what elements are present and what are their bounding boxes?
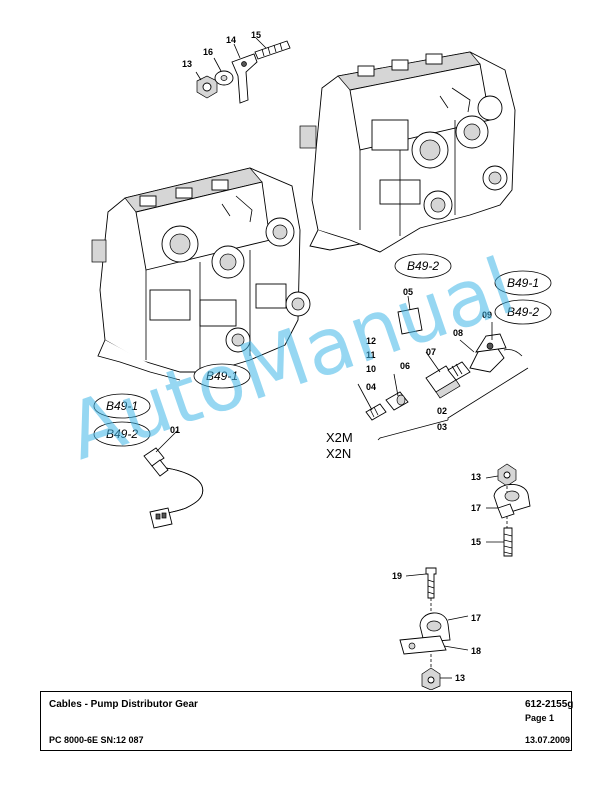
connector-label-b49-2-cable: B49-2 xyxy=(106,427,138,441)
callout-02: 02 xyxy=(437,406,447,416)
clamp-assembly-upper xyxy=(493,463,531,557)
callout-13-upper: 13 xyxy=(471,472,481,482)
callout-08: 08 xyxy=(453,328,463,338)
harness-label-x2n: X2N xyxy=(326,446,351,461)
speed-sensor-cable xyxy=(143,447,204,529)
document-title: Cables - Pump Distributor Gear xyxy=(49,699,198,710)
callout-03: 03 xyxy=(437,422,447,432)
callout-15: 15 xyxy=(251,30,261,40)
page-number: Page 1 xyxy=(525,713,555,723)
callout-17-upper: 17 xyxy=(471,503,481,513)
callout-01: 01 xyxy=(170,425,180,435)
callout-13-lower: 13 xyxy=(455,673,465,683)
callout-16: 16 xyxy=(203,47,213,57)
connector-labels: B49-1 B49-1 B49-2 B49-2 B49-1 B49-2 xyxy=(93,253,552,447)
connector-label-b49-1-right: B49-1 xyxy=(507,276,539,290)
callout-15-lower: 15 xyxy=(471,537,481,547)
callout-05: 05 xyxy=(403,287,413,297)
gear-housing-left xyxy=(91,167,311,381)
connector-label-b49-1-cable: B49-1 xyxy=(106,399,138,413)
connector-label-b49-1: B49-1 xyxy=(206,369,238,383)
callout-04: 04 xyxy=(366,382,376,392)
clamp-assembly-lower xyxy=(399,567,451,690)
callout-09: 09 xyxy=(482,310,492,320)
machine-model: PC 8000-6E SN:12 087 xyxy=(49,735,144,745)
callout-07: 07 xyxy=(426,347,436,357)
callout-19: 19 xyxy=(392,571,402,581)
leader-lines xyxy=(155,295,529,679)
callout-10: 10 xyxy=(366,364,376,374)
document-date: 13.07.2009 xyxy=(525,735,571,745)
callout-12: 12 xyxy=(366,336,376,346)
callouts: 13 16 14 15 05 12 11 10 04 06 07 08 09 0… xyxy=(170,30,492,683)
gear-housing-right xyxy=(299,51,516,253)
callout-17-lower: 17 xyxy=(471,613,481,623)
fastener-group-top xyxy=(195,37,291,104)
callout-11: 11 xyxy=(366,350,376,360)
sensor-assembly xyxy=(365,307,523,421)
document-number: 612-2155g xyxy=(525,699,574,710)
connector-label-b49-2: B49-2 xyxy=(407,259,439,273)
callout-14: 14 xyxy=(226,35,236,45)
callout-13: 13 xyxy=(182,59,192,69)
parts-diagram: 13 16 14 15 05 12 11 10 04 06 07 08 09 0… xyxy=(91,30,552,690)
connector-label-b49-2-right: B49-2 xyxy=(507,305,539,319)
callout-18: 18 xyxy=(471,646,481,656)
harness-label-x2m: X2M xyxy=(326,430,353,445)
callout-06: 06 xyxy=(400,361,410,371)
harness-labels: X2M X2N xyxy=(326,430,353,461)
title-block: Cables - Pump Distributor Gear 612-2155g… xyxy=(40,691,574,751)
